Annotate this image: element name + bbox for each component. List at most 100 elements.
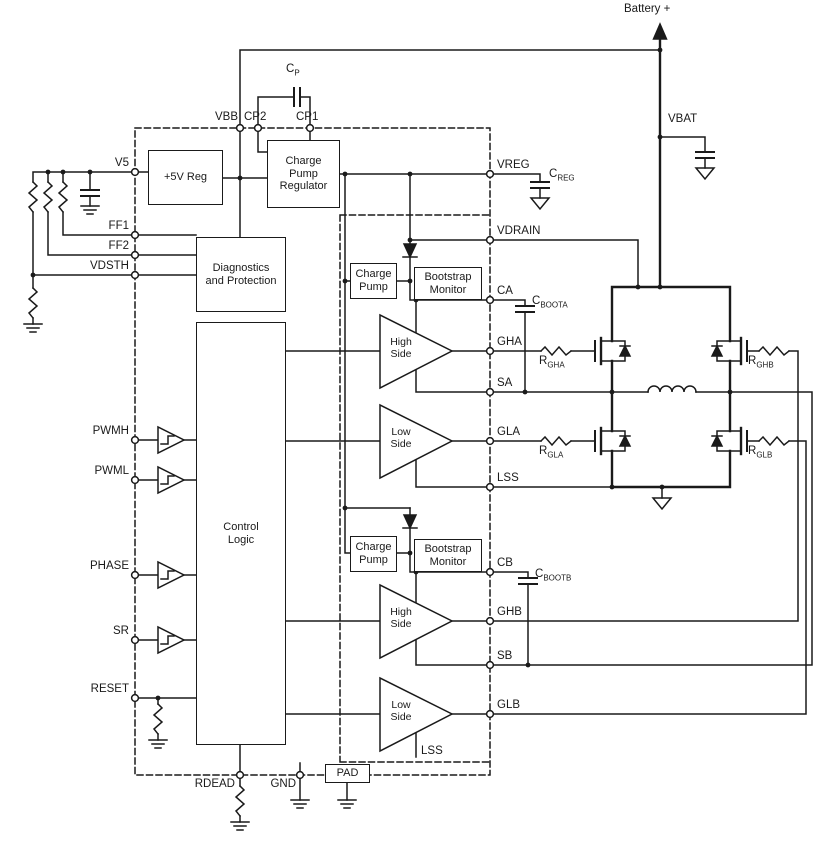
label-creg-capacitor: CREG [549,168,575,183]
label-high-side-b: High Side [390,606,412,631]
schmitt-buffer-icon [157,465,186,495]
label-low-side-b: Low Side [390,699,412,724]
schmitt-buffer-icon [157,625,186,655]
pin-label-lss: LSS [497,472,519,484]
block-diagnostics-protection: Diagnostics and Protection [196,237,286,312]
pin-label-sa: SA [497,377,513,389]
ground-icon [23,323,43,333]
block-label: Diagnostics and Protection [205,261,277,287]
low-side-a-triangle [379,403,454,480]
label-cp-capacitor: CP [286,63,300,78]
diode-icon [402,243,418,259]
pin-label-sr: SR [113,625,129,637]
pin-label-ff1: FF1 [108,220,129,232]
diode-icon [402,514,418,530]
pin-ff1 [130,230,140,240]
ic-boundary [134,127,491,776]
block-pad: PAD [325,764,370,783]
pin-rdead [235,770,245,780]
pin-vreg [485,169,495,179]
pin-ghb [485,616,495,626]
block-bootstrap-monitor-a: Bootstrap Monitor [414,267,482,300]
pin-pwmh [130,435,140,445]
block-5v-regulator: +5V Reg [148,150,223,205]
pin-label-v5: V5 [114,157,129,169]
resistor-icon [43,181,53,213]
pin-lss [485,482,495,492]
resistor-icon [540,436,572,446]
resistor-icon [758,346,790,356]
pin-sa [485,387,495,397]
pin-label-vdrain: VDRAIN [497,225,541,237]
junction-dots [30,47,733,701]
battery-arrow-icon [652,22,668,40]
pin-cp2 [253,123,263,133]
driver-amplifiers [379,313,454,753]
ground-icon [695,167,715,180]
label-rgla-resistor: RGLA [539,445,564,460]
bootstrap-diodes [402,243,418,530]
capacitor-icon [80,189,100,197]
block-label: Charge Pump Regulator [279,154,328,193]
pin-vdrain [485,235,495,245]
block-label: +5V Reg [163,171,208,184]
label-cboota-capacitor: CBOOTA [532,295,568,310]
pin-label-vbb: VBB [214,111,238,123]
capacitor-icon [695,151,715,159]
resistor-icon [758,436,790,446]
block-label: Charge Pump [355,541,392,566]
pin-vbb [235,123,245,133]
pin-v5 [130,167,140,177]
ground-icon [230,821,250,831]
wires [32,49,813,823]
pin-label-cp1: CP1 [296,111,319,123]
pin-cb [485,567,495,577]
label-battery: Battery + [624,3,671,15]
mosfet-bridge [593,336,749,456]
ground-icon [290,799,310,809]
pin-label-gha: GHA [497,336,522,348]
label-high-side-a: High Side [390,336,412,361]
pin-label-vdsth: VDSTH [90,260,129,272]
gate-drive-boundary [339,214,491,763]
pin-label-vreg: VREG [497,159,530,171]
pin-sb [485,660,495,670]
high-side-b-triangle [379,583,454,660]
label-rgha-resistor: RGHA [539,355,565,370]
pin-label-gnd: GND [270,778,296,790]
resistor-icon [153,703,163,735]
pin-label-pwml: PWML [94,465,130,477]
pin-label-glb: GLB [497,699,521,711]
pin-terminals [130,123,495,780]
pin-label-sb: SB [497,650,513,662]
power-bridge-rails [610,37,732,489]
label-vbat: VBAT [668,113,698,125]
pin-label-cb: CB [497,557,513,569]
schmitt-buffer-icon [157,560,186,590]
pin-vdsth [130,270,140,280]
pin-label-ghb: GHB [497,606,522,618]
ground-icon [530,197,550,210]
pin-cp1 [305,123,315,133]
ground-icon [337,799,357,809]
schmitt-buffers [157,425,186,655]
pin-label-rdead: RDEAD [194,778,235,790]
block-bootstrap-monitor-b: Bootstrap Monitor [414,539,482,572]
pin-gnd [295,770,305,780]
capacitor-icon [293,87,301,107]
pin-label-reset: RESET [90,683,129,695]
block-control-logic: Control Logic [196,322,286,745]
pin-phase [130,570,140,580]
block-label: Control Logic [223,520,259,546]
label-rglb-resistor: RGLB [748,445,773,460]
ground-icon [148,739,168,749]
pin-ff2 [130,250,140,260]
resistor-icon [28,287,38,319]
block-charge-pump-regulator: Charge Pump Regulator [267,140,340,208]
block-charge-pump-b: Charge Pump [350,536,397,572]
capacitor-icon [530,181,550,189]
pin-gla [485,436,495,446]
pin-ca [485,295,495,305]
